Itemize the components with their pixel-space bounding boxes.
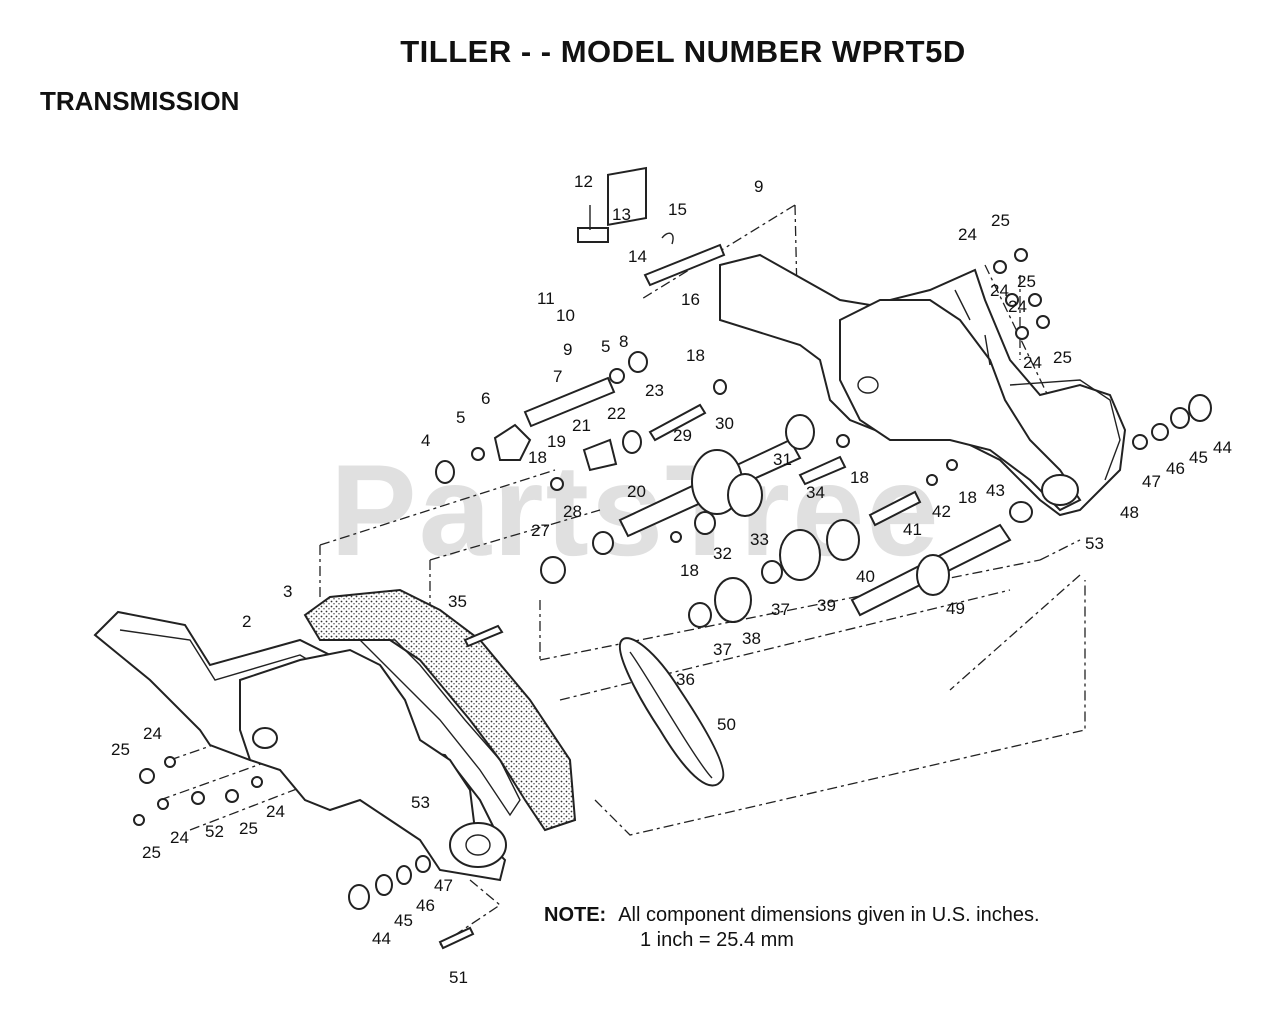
callout-37: 37 <box>713 640 732 659</box>
callout-24: 24 <box>990 281 1009 300</box>
right-housing <box>719 253 1127 517</box>
callout-27: 27 <box>531 521 550 540</box>
callout-50: 50 <box>717 715 736 734</box>
callout-34: 34 <box>806 483 825 502</box>
callout-13: 13 <box>612 205 631 224</box>
callout-16: 16 <box>681 290 700 309</box>
callout-24: 24 <box>170 828 189 847</box>
callout-41: 41 <box>903 520 922 539</box>
callout-31: 31 <box>773 450 792 469</box>
callout-25: 25 <box>239 819 258 838</box>
callout-24: 24 <box>1023 353 1042 372</box>
callout-24: 24 <box>143 724 162 743</box>
callout-36: 36 <box>676 670 695 689</box>
callout-25: 25 <box>1017 272 1036 291</box>
callout-22: 22 <box>607 404 626 423</box>
left-cover-plate <box>239 648 507 882</box>
callout-30: 30 <box>715 414 734 433</box>
callout-25: 25 <box>142 843 161 862</box>
callout-44: 44 <box>372 929 391 948</box>
callout-39: 39 <box>817 596 836 615</box>
callout-6: 6 <box>481 389 490 408</box>
callout-5: 5 <box>456 408 465 427</box>
callout-47: 47 <box>434 876 453 895</box>
stippled-gasket <box>303 588 577 832</box>
callout-42: 42 <box>932 502 951 521</box>
callout-2: 2 <box>242 612 251 631</box>
callout-18: 18 <box>680 561 699 580</box>
callout-45: 45 <box>1189 448 1208 467</box>
shafts-and-gears <box>435 351 1033 787</box>
callout-3: 3 <box>283 582 292 601</box>
callout-5: 5 <box>601 337 610 356</box>
note-line-2: 1 inch = 25.4 mm <box>640 929 794 951</box>
callout-43: 43 <box>986 481 1005 500</box>
callout-7: 7 <box>553 367 562 386</box>
callout-23: 23 <box>645 381 664 400</box>
callout-28: 28 <box>563 502 582 521</box>
callout-12: 12 <box>574 172 593 191</box>
callout-40: 40 <box>856 567 875 586</box>
watermark-text: PartsTree <box>330 437 941 583</box>
note-line-1: All component dimensions given in U.S. i… <box>618 904 1040 926</box>
callout-25: 25 <box>111 740 130 759</box>
callout-18: 18 <box>850 468 869 487</box>
callout-11: 11 <box>537 289 555 308</box>
callout-53: 53 <box>411 793 430 812</box>
callout-32: 32 <box>713 544 732 563</box>
shift-assembly <box>577 166 726 287</box>
callout-8: 8 <box>619 332 628 351</box>
callout-9: 9 <box>754 177 763 196</box>
callout-18: 18 <box>958 488 977 507</box>
callout-24: 24 <box>1008 297 1027 316</box>
callout-46: 46 <box>1166 459 1185 478</box>
callout-20: 20 <box>627 482 646 501</box>
callout-33: 33 <box>750 530 769 549</box>
callout-18: 18 <box>528 448 547 467</box>
callout-15: 15 <box>668 200 687 219</box>
callout-49: 49 <box>946 599 965 618</box>
callout-24: 24 <box>266 802 285 821</box>
callout-21: 21 <box>572 416 591 435</box>
callout-37: 37 <box>771 600 790 619</box>
callout-44: 44 <box>1213 438 1232 457</box>
dimension-note: NOTE: All component dimensions given in U… <box>544 903 1040 953</box>
callout-19: 19 <box>547 432 566 451</box>
section-title: TRANSMISSION <box>40 86 240 116</box>
callout-labels: 12 13 15 9 14 11 10 16 9 8 5 7 18 23 6 5… <box>111 172 1232 987</box>
callout-29: 29 <box>673 426 692 445</box>
callout-10: 10 <box>556 306 575 325</box>
callout-45: 45 <box>394 911 413 930</box>
diagram-title: TILLER - - MODEL NUMBER WPRT5D <box>400 34 966 69</box>
callout-25: 25 <box>1053 348 1072 367</box>
callout-52: 52 <box>205 822 224 841</box>
callout-9: 9 <box>563 340 572 359</box>
callout-4: 4 <box>421 431 430 450</box>
callout-47: 47 <box>1142 472 1161 491</box>
callout-51: 51 <box>449 968 468 987</box>
note-label: NOTE: <box>544 904 607 926</box>
callout-14: 14 <box>628 247 647 266</box>
callout-53: 53 <box>1085 534 1104 553</box>
callout-48: 48 <box>1120 503 1139 522</box>
left-fasteners <box>133 756 475 950</box>
callout-18: 18 <box>686 346 705 365</box>
callout-25: 25 <box>991 211 1010 230</box>
right-fasteners <box>993 248 1212 450</box>
callout-38: 38 <box>742 629 761 648</box>
callout-35: 35 <box>448 592 467 611</box>
callout-46: 46 <box>416 896 435 915</box>
callout-24: 24 <box>958 225 977 244</box>
